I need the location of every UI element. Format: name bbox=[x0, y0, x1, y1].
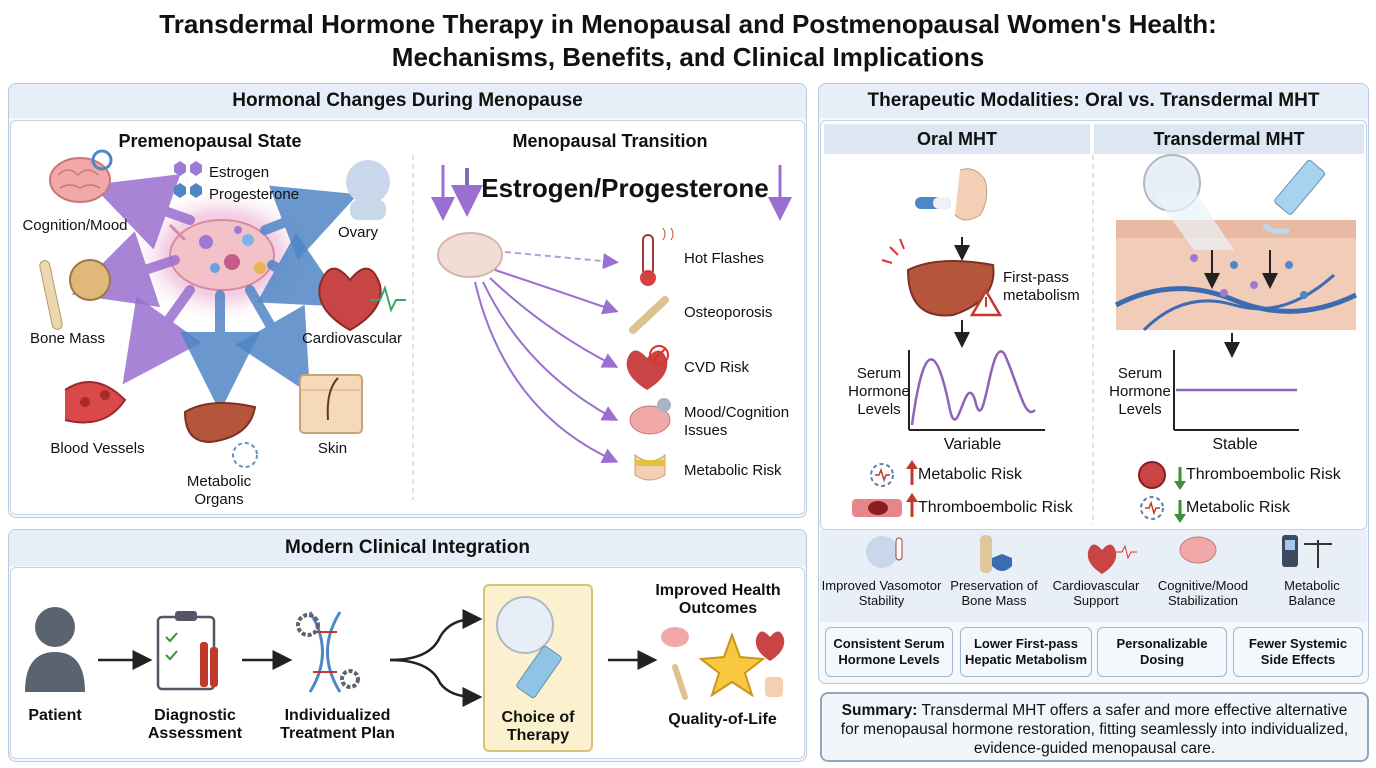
target-skin: Skin bbox=[317, 440, 348, 457]
summary-label: Summary: bbox=[841, 702, 918, 719]
transdermal-risk-metabolic: Metabolic Risk bbox=[1186, 499, 1291, 516]
effect-hot-flashes: Hot Flashes bbox=[684, 250, 765, 267]
effect-osteoporosis: Osteoporosis bbox=[684, 304, 773, 321]
quality-of-life-label: Quality-of-Life bbox=[668, 711, 777, 728]
modalities-divider bbox=[1092, 155, 1094, 525]
modalities-header: Therapeutic Modalities: Oral vs. Transde… bbox=[819, 84, 1368, 118]
advantage-consistent-levels: Consistent Serum Hormone Levels bbox=[825, 627, 953, 677]
benefit-vasomotor: Improved Vasomotor Stability bbox=[821, 578, 942, 608]
legend-progesterone: Progesterone bbox=[209, 186, 300, 203]
target-ovary: Ovary bbox=[337, 224, 378, 241]
step-choice-of-therapy: Choice of Therapy bbox=[501, 709, 575, 744]
benefit-metabolic-balance: Metabolic Balance bbox=[1284, 578, 1340, 608]
clinical-flow-graphic bbox=[25, 596, 785, 707]
panel-divider bbox=[412, 155, 414, 500]
oral-mht-header: Oral MHT bbox=[824, 124, 1090, 154]
transdermal-graphic bbox=[1114, 154, 1358, 523]
transdermal-axis-label: Serum Hormone Levels bbox=[1109, 365, 1171, 418]
target-bone-mass: Bone Mass bbox=[29, 330, 106, 347]
oral-risk-thromboembolic: Thromboembolic Risk bbox=[918, 499, 1073, 516]
oral-axis-label: Serum Hormone Levels bbox=[848, 365, 910, 418]
benefit-icons bbox=[866, 535, 1332, 574]
target-cognition-mood: Cognition/Mood bbox=[22, 217, 128, 234]
transition-graphic bbox=[431, 165, 792, 481]
oral-caption-variable: Variable bbox=[943, 436, 1002, 453]
target-cardiovascular: Cardiovascular bbox=[301, 330, 403, 347]
summary-text: Transdermal MHT offers a safer and more … bbox=[840, 702, 1349, 757]
step-treatment-plan: Individualized Treatment Plan bbox=[280, 707, 395, 742]
effect-cvd-risk: CVD Risk bbox=[684, 359, 750, 376]
transdermal-mht-header: Transdermal MHT bbox=[1094, 124, 1364, 154]
oral-risk-metabolic: Metabolic Risk bbox=[918, 466, 1023, 483]
transdermal-risk-thromboembolic: Thromboembolic Risk bbox=[1186, 466, 1341, 483]
advantage-lower-first-pass: Lower First-pass Hepatic Metabolism bbox=[960, 627, 1092, 677]
clinical-integration-header: Modern Clinical Integration bbox=[9, 530, 806, 566]
improved-outcomes-title: Improved Health Outcomes bbox=[655, 582, 781, 617]
summary-box: Summary: Transdermal MHT offers a safer … bbox=[820, 692, 1369, 762]
hormonal-changes-header: Hormonal Changes During Menopause bbox=[9, 84, 806, 118]
target-blood-vessels: Blood Vessels bbox=[50, 440, 145, 457]
effect-mood-cognition: Mood/Cognition Issues bbox=[684, 404, 790, 439]
transdermal-caption-stable: Stable bbox=[1212, 436, 1258, 453]
menopausal-transition-title: Menopausal Transition bbox=[512, 131, 708, 151]
benefit-cardiovascular: Cardiovascular Support bbox=[1052, 578, 1140, 608]
hormone-decline-banner: Estrogen/Progesterone bbox=[481, 173, 769, 203]
premenopausal-title: Premenopausal State bbox=[118, 131, 302, 151]
benefit-bone-mass: Preservation of Bone Mass bbox=[950, 578, 1038, 608]
benefit-cognitive-mood: Cognitive/Mood Stabilization bbox=[1157, 578, 1249, 608]
step-diagnostic-assessment: Diagnostic Assessment bbox=[147, 707, 243, 742]
page-title: Transdermal Hormone Therapy in Menopausa… bbox=[159, 9, 1217, 72]
advantage-personalizable-dosing: Personalizable Dosing bbox=[1097, 627, 1227, 677]
target-metabolic-organs: Metabolic Organs bbox=[186, 473, 252, 508]
step-patient: Patient bbox=[28, 707, 82, 724]
advantage-fewer-side-effects: Fewer Systemic Side Effects bbox=[1233, 627, 1363, 677]
effect-metabolic-risk: Metabolic Risk bbox=[684, 462, 782, 479]
first-pass-label: First-pass metabolism bbox=[1003, 269, 1080, 304]
premenopausal-graphic bbox=[39, 149, 406, 468]
legend-estrogen: Estrogen bbox=[209, 164, 270, 181]
oral-graphic bbox=[852, 168, 1045, 517]
